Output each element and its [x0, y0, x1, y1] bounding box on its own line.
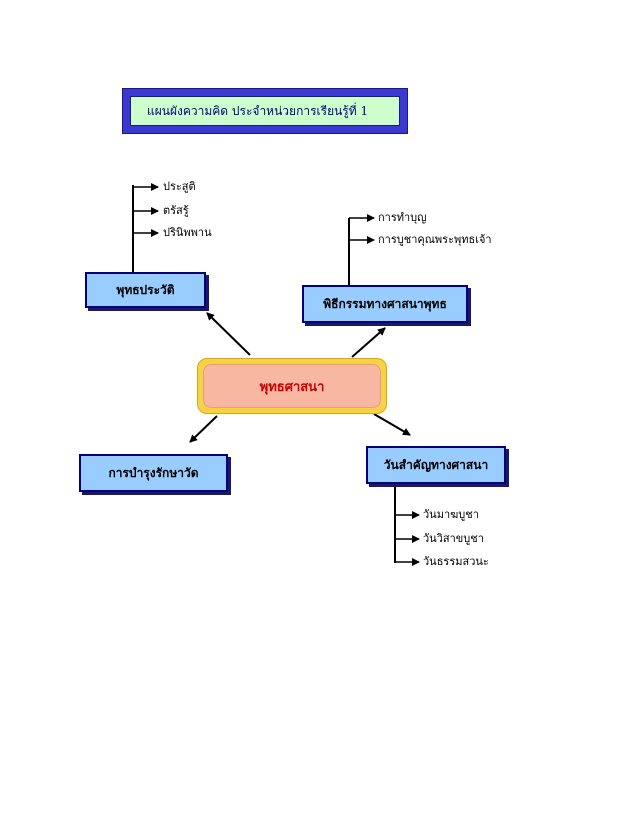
holidays-node: วันสำคัญทางศาสนา: [366, 446, 506, 484]
rituals-item: การบูชาคุณพระพุทธเจ้า: [378, 233, 492, 246]
rituals-item: การทำบุญ: [378, 211, 427, 224]
arrow-to-holidays: [373, 413, 411, 436]
biography-node: พุทธประวัติ: [85, 272, 206, 308]
holidays-item: วันธรรมสวนะ: [423, 555, 489, 568]
center-label: พุทธศาสนา: [203, 364, 381, 408]
page-title: แผนผังความคิด ประจำหน่วยการเรียนรู้ที่ 1: [130, 96, 400, 126]
temple-node: การบำรุงรักษาวัด: [79, 454, 228, 492]
arrow-to-rituals: [351, 327, 386, 358]
holidays-item: วันวิสาขบูชา: [423, 532, 484, 545]
biography-item: ตรัสรู้: [163, 204, 189, 217]
holidays-item: วันมาฆบูชา: [423, 508, 479, 521]
biography-item: ประสูติ: [163, 180, 196, 193]
biography-item: ปรินิพพาน: [163, 226, 212, 239]
arrow-to-biography: [206, 312, 251, 356]
title-frame: แผนผังความคิด ประจำหน่วยการเรียนรู้ที่ 1: [122, 88, 408, 134]
arrow-to-temple: [189, 415, 218, 443]
center-node: พุทธศาสนา: [197, 358, 387, 414]
rituals-node: พิธีกรรมทางศาสนาพุทธ: [302, 285, 468, 323]
